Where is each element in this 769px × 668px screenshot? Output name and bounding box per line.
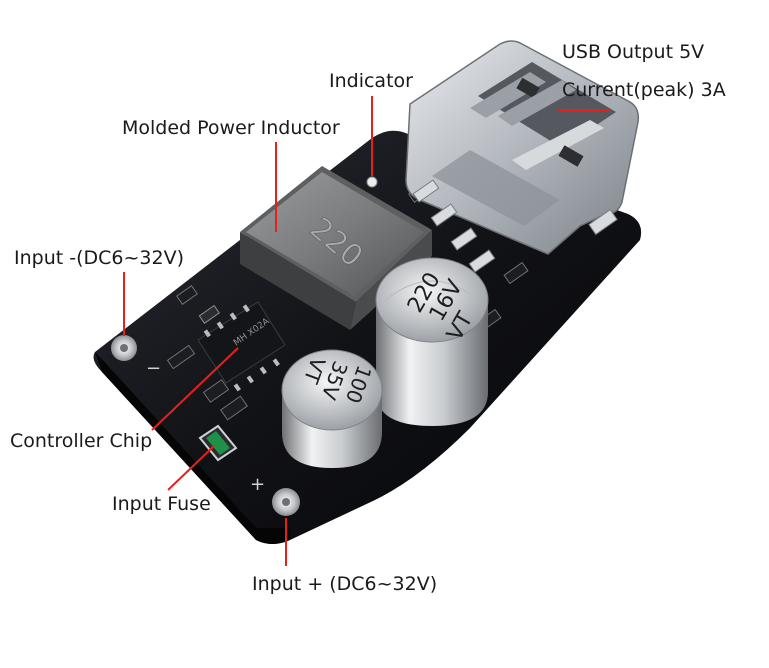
usb-connector	[366, 40, 640, 273]
label-input-fuse: Input Fuse	[112, 493, 211, 515]
input-fuse	[198, 424, 238, 462]
molded-power-inductor: 220	[240, 166, 432, 330]
capacitor-small: 100 35V VT	[281, 349, 383, 468]
label-molded-inductor: Molded Power Inductor	[122, 117, 340, 139]
minus-sign: −	[146, 358, 161, 379]
label-input-minus: Input -(DC6~32V)	[14, 247, 184, 269]
controller-chip: MH X02A	[197, 301, 286, 392]
indicator-led	[366, 176, 378, 188]
input-plus-pad: +	[250, 474, 300, 516]
leader-controller-chip	[151, 347, 239, 431]
label-usb-output: USB Output 5V	[562, 41, 705, 63]
label-input-plus: Input + (DC6~32V)	[252, 573, 438, 595]
leader-input-fuse	[167, 445, 215, 491]
label-current-peak: Current(peak) 3A	[562, 79, 726, 101]
label-controller-chip: Controller Chip	[10, 430, 153, 452]
plus-sign: +	[250, 474, 265, 495]
input-minus-pad: −	[111, 335, 161, 379]
leader-lines	[123, 96, 610, 566]
label-indicator: Indicator	[329, 70, 413, 92]
capacitor-large: 220 16V VT	[375, 257, 489, 426]
